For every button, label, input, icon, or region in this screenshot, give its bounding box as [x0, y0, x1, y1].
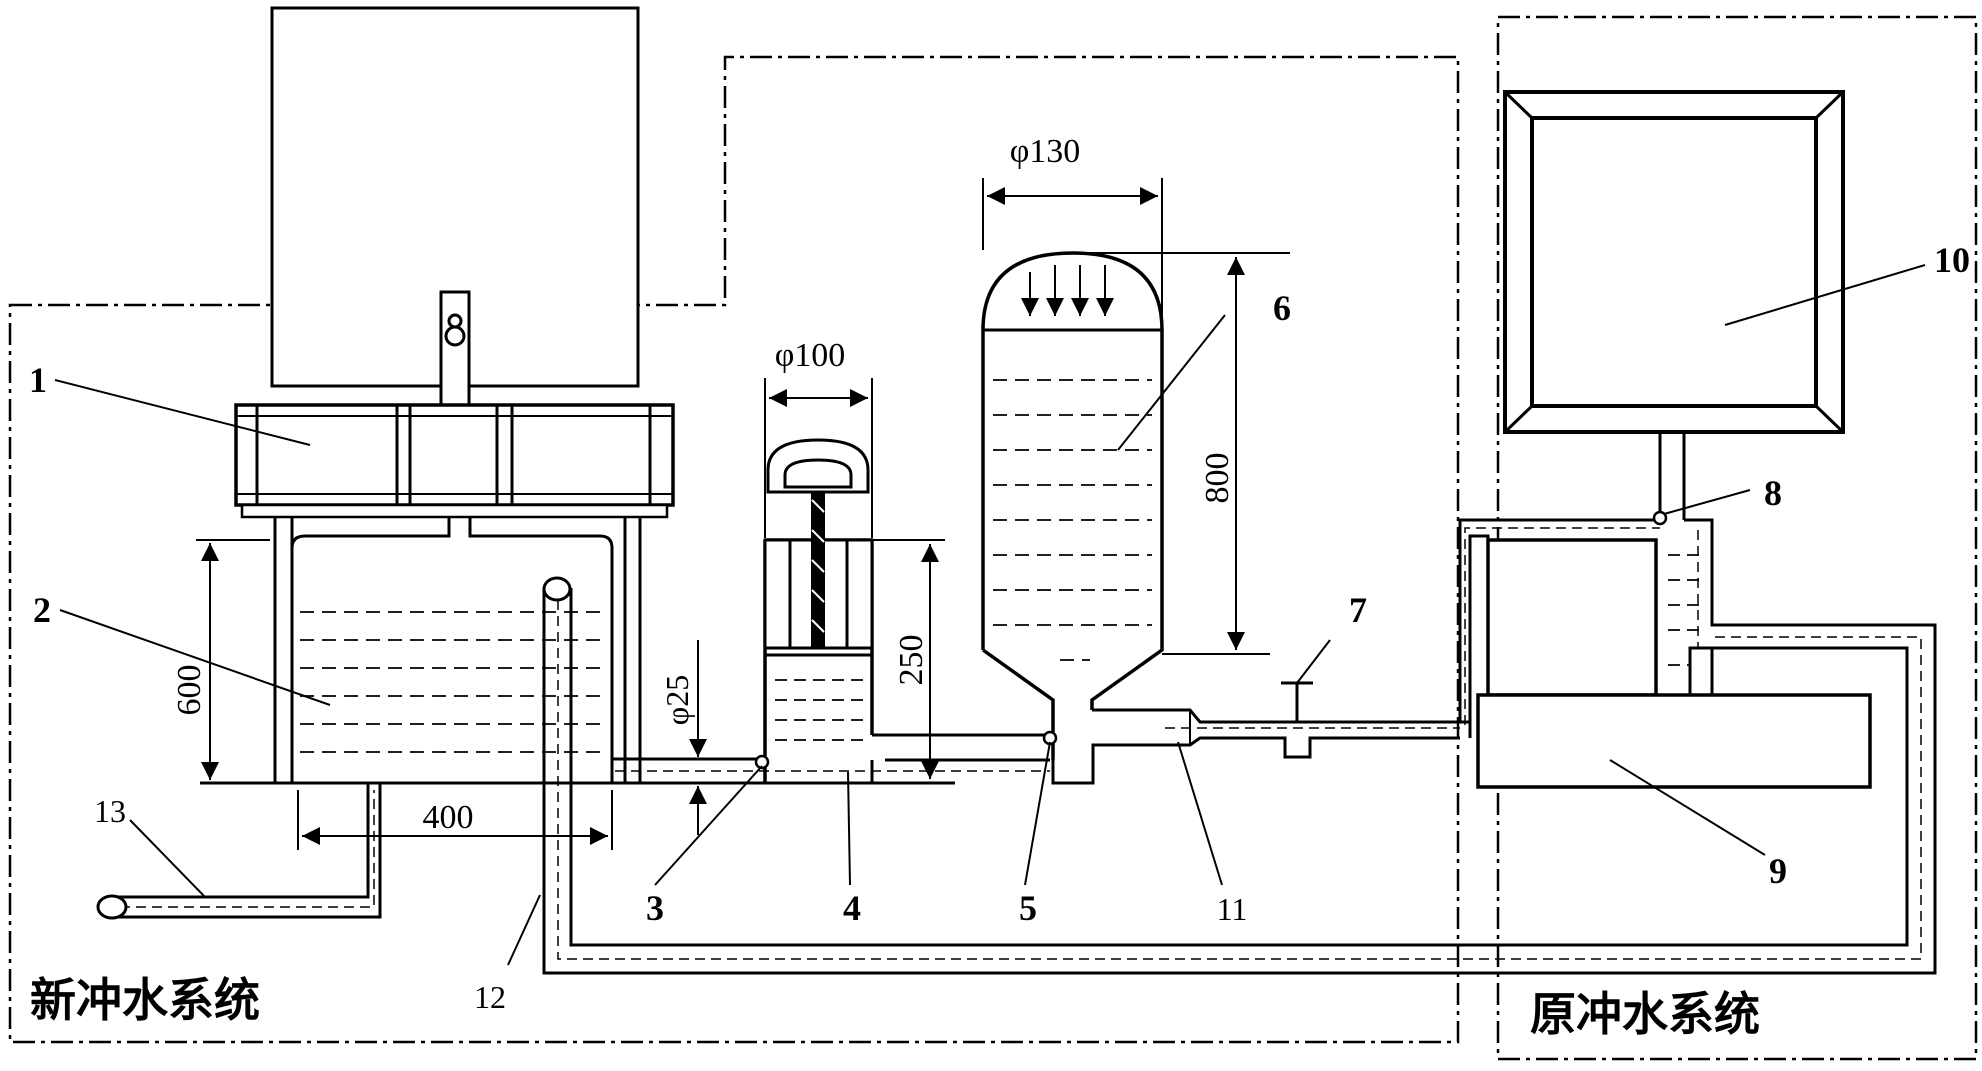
vessel-water-lines: [993, 379, 1152, 661]
piston-rod-hatch: [811, 559, 825, 573]
piston-handle: [766, 438, 870, 494]
new-system-boundary: [8, 55, 1460, 1044]
dim-130-text: φ130: [1010, 133, 1081, 170]
label-8: 8: [1764, 473, 1782, 513]
dim-600-text: 600: [171, 665, 208, 716]
vessel-arrows: [1021, 265, 1114, 316]
label-5: 5: [1019, 888, 1037, 928]
original-toilet-inner: [1530, 116, 1818, 408]
toilet-bevel: [1503, 404, 1534, 434]
vessel-outlet: [1051, 708, 1162, 785]
drain-valve-circle-2: [447, 313, 463, 329]
label-4: 4: [843, 888, 861, 928]
pipe-13: [110, 783, 382, 919]
dim-250-text: 250: [893, 635, 930, 686]
label-11: 11: [1217, 891, 1248, 927]
pipe-13-end: [96, 894, 128, 920]
piston-rod-hatch: [811, 589, 825, 603]
check-valve-3: [754, 754, 770, 770]
cylinder-4-water-lines: [775, 679, 865, 741]
drain-valve-circle: [444, 325, 466, 347]
label-3: 3: [646, 888, 664, 928]
pipe-12-end: [542, 576, 572, 602]
original-system-boundary: [1496, 15, 1978, 1061]
pipe-to-valve-7: [1200, 720, 1470, 759]
valve-body-1: [234, 403, 675, 507]
label-6: 6: [1273, 288, 1291, 328]
tank-2-water-lines: [300, 611, 605, 753]
pipe-8-right: [1684, 518, 1714, 625]
original-tank-box: [1486, 538, 1658, 697]
tank-2-inner-top: [290, 517, 614, 783]
pipe-4-to-5: [870, 733, 1050, 785]
dim-100-text: φ100: [775, 337, 846, 374]
dim-25-text: φ25: [659, 675, 695, 725]
label-2: 2: [33, 590, 51, 630]
original-system-title: 原冲水系统: [1530, 987, 1760, 1041]
label-10: 10: [1934, 240, 1970, 280]
label-12: 12: [474, 979, 506, 1015]
label-1: 1: [29, 360, 47, 400]
toilet-bevel: [1814, 404, 1845, 434]
valve-base-plate: [240, 503, 669, 519]
label-7: 7: [1349, 590, 1367, 630]
piston-rod-hatch: [811, 499, 825, 513]
toilet-drain-pipe: [439, 290, 471, 412]
original-cistern-9: [1476, 693, 1872, 789]
toilet-bevel: [1814, 90, 1845, 120]
piston-rod-hatch: [811, 619, 825, 633]
new-system-title: 新冲水系统: [30, 973, 260, 1027]
dim-400-text: 400: [423, 799, 474, 836]
dim-800-text: 800: [1199, 453, 1236, 504]
label-9: 9: [1769, 851, 1787, 891]
toilet-bevel: [1503, 90, 1534, 120]
label-13: 13: [94, 793, 126, 829]
tank-2-outer: [273, 517, 642, 783]
pipe-8-flow: [1464, 527, 1660, 725]
toilet-10-outlet: [1658, 432, 1686, 520]
original-connector: [1688, 646, 1714, 697]
piston-rod-hatch: [811, 529, 825, 543]
pipe-tank-to-3: [612, 757, 760, 785]
check-valve-8: [1652, 510, 1668, 526]
leader-lines: [54, 264, 1926, 966]
pipe-12-flow: [557, 600, 1922, 960]
